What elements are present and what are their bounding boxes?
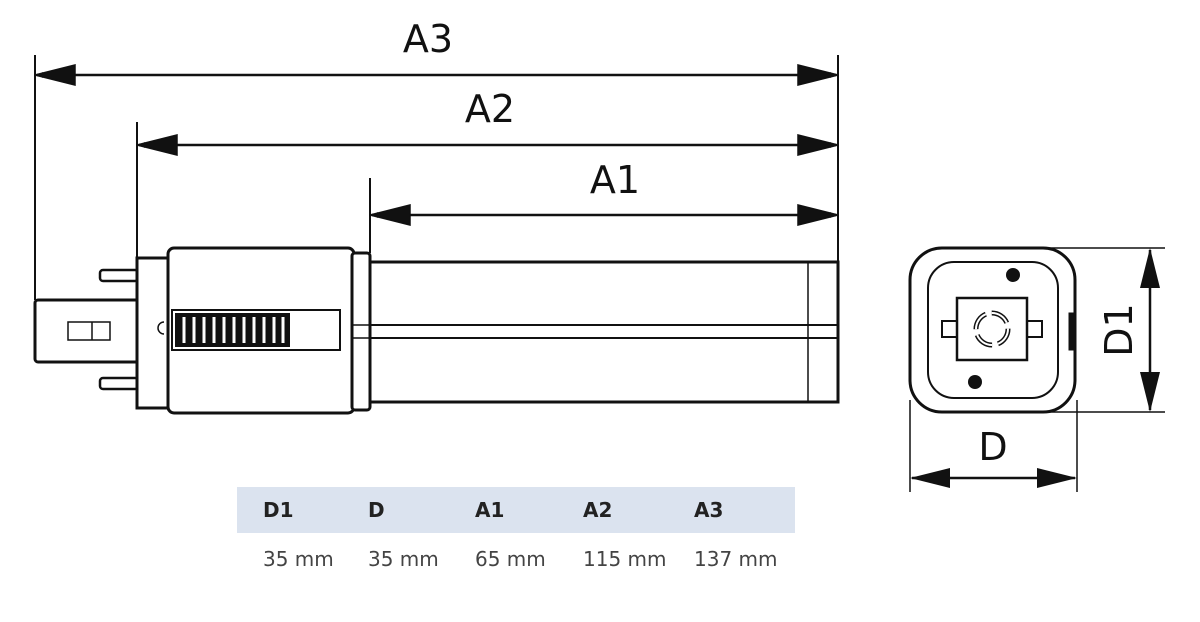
arrowhead	[797, 134, 839, 156]
value-a2: 115 mm	[583, 547, 667, 571]
arrowhead	[34, 64, 76, 86]
arrowhead	[369, 204, 411, 226]
table-row: 35 mm 35 mm 65 mm 115 mm 137 mm	[237, 533, 795, 593]
header-d: D	[368, 498, 385, 522]
label-d: D	[978, 425, 1007, 469]
label-d1: D1	[1097, 303, 1141, 356]
table-header: D1 D A1 A2 A3	[237, 487, 795, 533]
ring	[350, 251, 372, 412]
pin	[98, 268, 140, 283]
label-a1: A1	[590, 158, 640, 202]
value-a3: 137 mm	[694, 547, 778, 571]
value-d1: 35 mm	[263, 547, 334, 571]
plug-slot	[67, 321, 111, 341]
header-d1: D1	[263, 498, 294, 522]
arrowhead	[797, 204, 839, 226]
dot	[968, 375, 982, 389]
header-a2: A2	[583, 498, 613, 522]
arrowhead	[797, 64, 839, 86]
lamp-end-view	[908, 246, 1165, 492]
pin	[98, 376, 140, 391]
label-a3: A3	[403, 17, 453, 61]
tube	[368, 260, 840, 404]
arrowhead	[136, 134, 178, 156]
lamp-side-view	[33, 246, 840, 415]
dot	[1006, 268, 1020, 282]
base-collar	[135, 256, 172, 410]
value-d: 35 mm	[368, 547, 439, 571]
dimensions-table: D1 D A1 A2 A3 35 mm 35 mm 65 mm 115 mm 1…	[237, 487, 795, 593]
header-a1: A1	[475, 498, 505, 522]
header-a3: A3	[694, 498, 724, 522]
label-a2: A2	[465, 87, 515, 131]
value-a1: 65 mm	[475, 547, 546, 571]
